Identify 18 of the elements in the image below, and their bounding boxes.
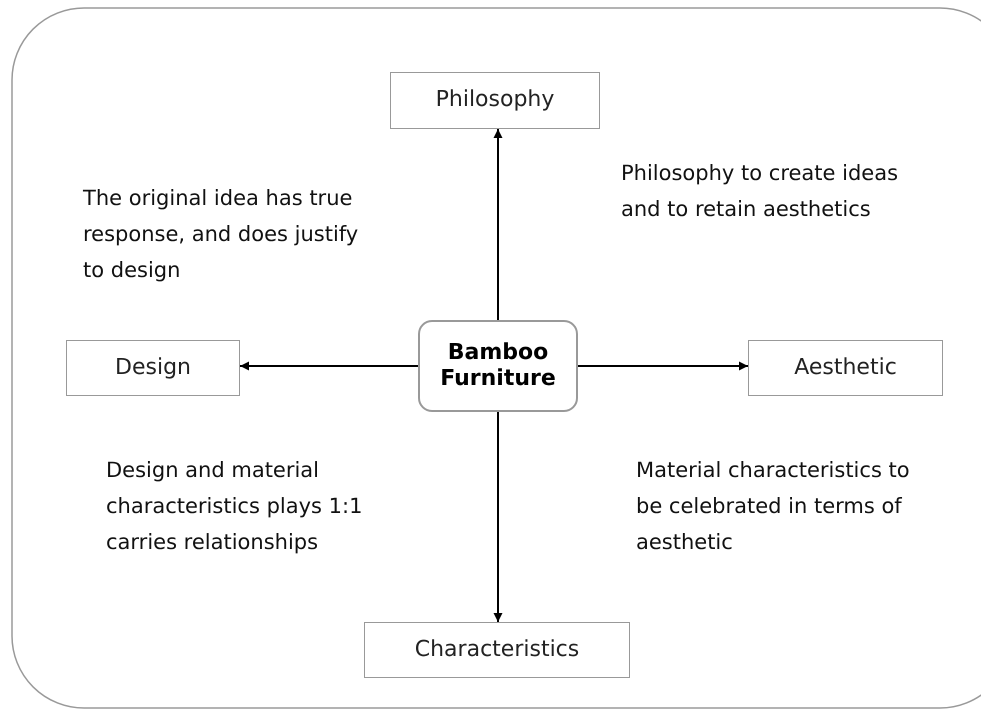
central-topic-box (418, 320, 578, 412)
annotation-text: The original idea has true response, and does justify to design (83, 185, 360, 284)
topic-label: Characteristics (414, 636, 580, 664)
annotation-text: Design and material characteristics plays 1:1 carries relationships (106, 457, 364, 556)
arrow (578, 362, 748, 370)
topic-label: Design (115, 354, 191, 382)
arrow (494, 129, 502, 320)
topic-label: Bamboo Furniture (439, 340, 557, 392)
arrow (494, 412, 502, 622)
topic-box (748, 340, 943, 396)
topic-box (390, 72, 600, 129)
topic-label: Aesthetic (794, 354, 897, 382)
topic-box (364, 622, 630, 678)
annotation-text: Material characteristics to be celebrated in terms of aesthetic (636, 457, 911, 556)
annotation-text: Philosophy to create ideas and to retain aesthetics (621, 160, 900, 223)
arrow (240, 362, 418, 370)
topic-box (66, 340, 240, 396)
topic-label: Philosophy (436, 87, 554, 114)
